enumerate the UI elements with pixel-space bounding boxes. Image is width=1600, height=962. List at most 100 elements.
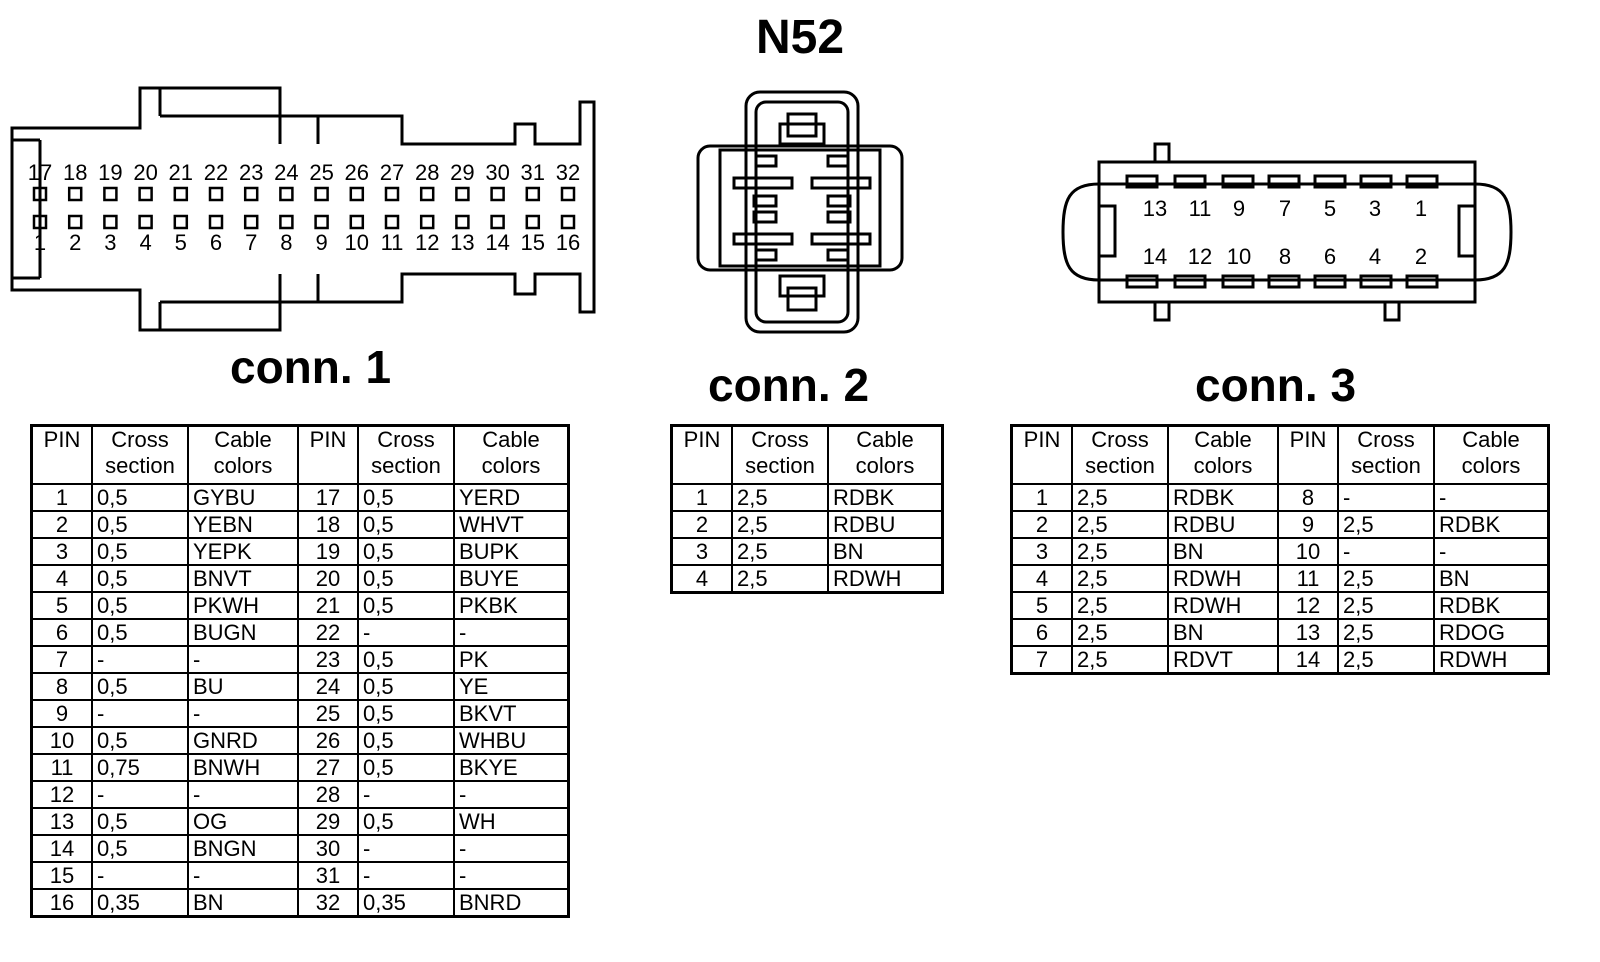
cable-color-cell: RDBK [1433, 591, 1550, 620]
cross-section-cell: 0,5 [357, 483, 455, 512]
column-header: PIN [1277, 424, 1339, 485]
connector-1-pin-cavity [419, 186, 435, 202]
cross-section-cell: 0,5 [357, 591, 455, 620]
cross-section-cell: 2,5 [731, 510, 829, 539]
cable-color-cell: WHVT [453, 510, 570, 539]
connector-1-pin-cavity [243, 186, 259, 202]
connector-1-pin-cavity [490, 214, 505, 230]
cable-color-cell: RDOG [1433, 618, 1550, 647]
connector-1-pin-cavity [138, 214, 153, 230]
connector-1-pin-label: 3 [104, 230, 116, 255]
cross-section-cell: 0,5 [357, 699, 455, 728]
table-row: 12--28-- [30, 780, 570, 809]
connector-3-pin-cavity [1221, 174, 1255, 189]
table-row: 15--31-- [30, 861, 570, 890]
cross-section-cell: - [91, 645, 189, 674]
cross-section-cell: 0,35 [91, 888, 189, 918]
cable-color-cell: RDBK [1433, 510, 1550, 539]
connector-1-pin-label: 31 [521, 160, 545, 185]
pin-cell: 16 [30, 888, 93, 918]
cross-section-cell: 0,5 [91, 483, 189, 512]
connector-1-pin-label: 19 [98, 160, 122, 185]
cable-color-cell: BU [187, 672, 299, 701]
pin-cell: 30 [297, 834, 359, 863]
pin-cell: 10 [30, 726, 93, 755]
connector-1-pin-label: 28 [415, 160, 439, 185]
cable-color-cell: RDWH [1167, 564, 1279, 593]
cross-section-cell: 2,5 [731, 564, 829, 594]
pin-cell: 15 [30, 861, 93, 890]
cable-color-cell: - [187, 645, 299, 674]
cross-section-cell: 2,5 [1071, 537, 1169, 566]
connector-1-pin-cavity [560, 186, 576, 202]
cross-section-cell: 0,5 [357, 753, 455, 782]
pin-cell: 17 [297, 483, 359, 512]
cable-color-cell: - [453, 618, 570, 647]
cable-color-cell: YEBN [187, 510, 299, 539]
pin-cell: 12 [30, 780, 93, 809]
connector-3-pin-cavity [1405, 174, 1439, 189]
cable-color-cell: BNRD [453, 888, 570, 918]
cable-color-cell: RDWH [1433, 645, 1550, 675]
cross-section-cell: 2,5 [1337, 510, 1435, 539]
connector-1-pin-cavity [384, 214, 400, 230]
pin-cell: 3 [30, 537, 93, 566]
connector-1-pin-cavity [314, 214, 329, 230]
connector-3-pin-cavity [1267, 174, 1301, 189]
connector-3-pin-label: 8 [1279, 244, 1291, 269]
pin-cell: 23 [297, 645, 359, 674]
pin-cell: 2 [670, 510, 733, 539]
cable-color-cell: YEPK [187, 537, 299, 566]
cable-color-cell: - [187, 699, 299, 728]
cross-section-cell: 0,35 [357, 888, 455, 918]
cross-section-cell: - [91, 780, 189, 809]
connector-3-pin-label: 11 [1189, 196, 1212, 221]
cross-section-cell: - [357, 861, 455, 890]
connector-1-pin-label: 6 [210, 230, 222, 255]
pin-cell: 7 [1010, 645, 1073, 675]
pin-cell: 3 [670, 537, 733, 566]
connector-1-pin-label: 26 [345, 160, 369, 185]
connector-3-pin-cavity [1359, 174, 1393, 189]
cable-color-cell: BNGN [187, 834, 299, 863]
connector-3-pin-label: 3 [1369, 196, 1381, 221]
pin-cell: 8 [1277, 483, 1339, 512]
cable-color-cell: RDVT [1167, 645, 1279, 675]
pin-cell: 10 [1277, 537, 1339, 566]
cable-color-cell: RDBK [827, 483, 944, 512]
connector-3-pin-label: 4 [1369, 244, 1381, 269]
cross-section-cell: 2,5 [731, 537, 829, 566]
pin-cell: 18 [297, 510, 359, 539]
cross-section-cell: - [91, 861, 189, 890]
pin-cell: 26 [297, 726, 359, 755]
connector-1-pin-cavity [455, 214, 470, 230]
pin-cell: 6 [30, 618, 93, 647]
cross-section-cell: - [91, 699, 189, 728]
connector-1-pin-label: 25 [309, 160, 333, 185]
connector-1-pin-label: 18 [63, 160, 87, 185]
pin-cell: 14 [1277, 645, 1339, 675]
cross-section-cell: 0,5 [91, 564, 189, 593]
cross-section-cell: 0,5 [91, 834, 189, 863]
pin-cell: 3 [1010, 537, 1073, 566]
connector-1-pin-label: 29 [450, 160, 474, 185]
pin-cell: 2 [30, 510, 93, 539]
